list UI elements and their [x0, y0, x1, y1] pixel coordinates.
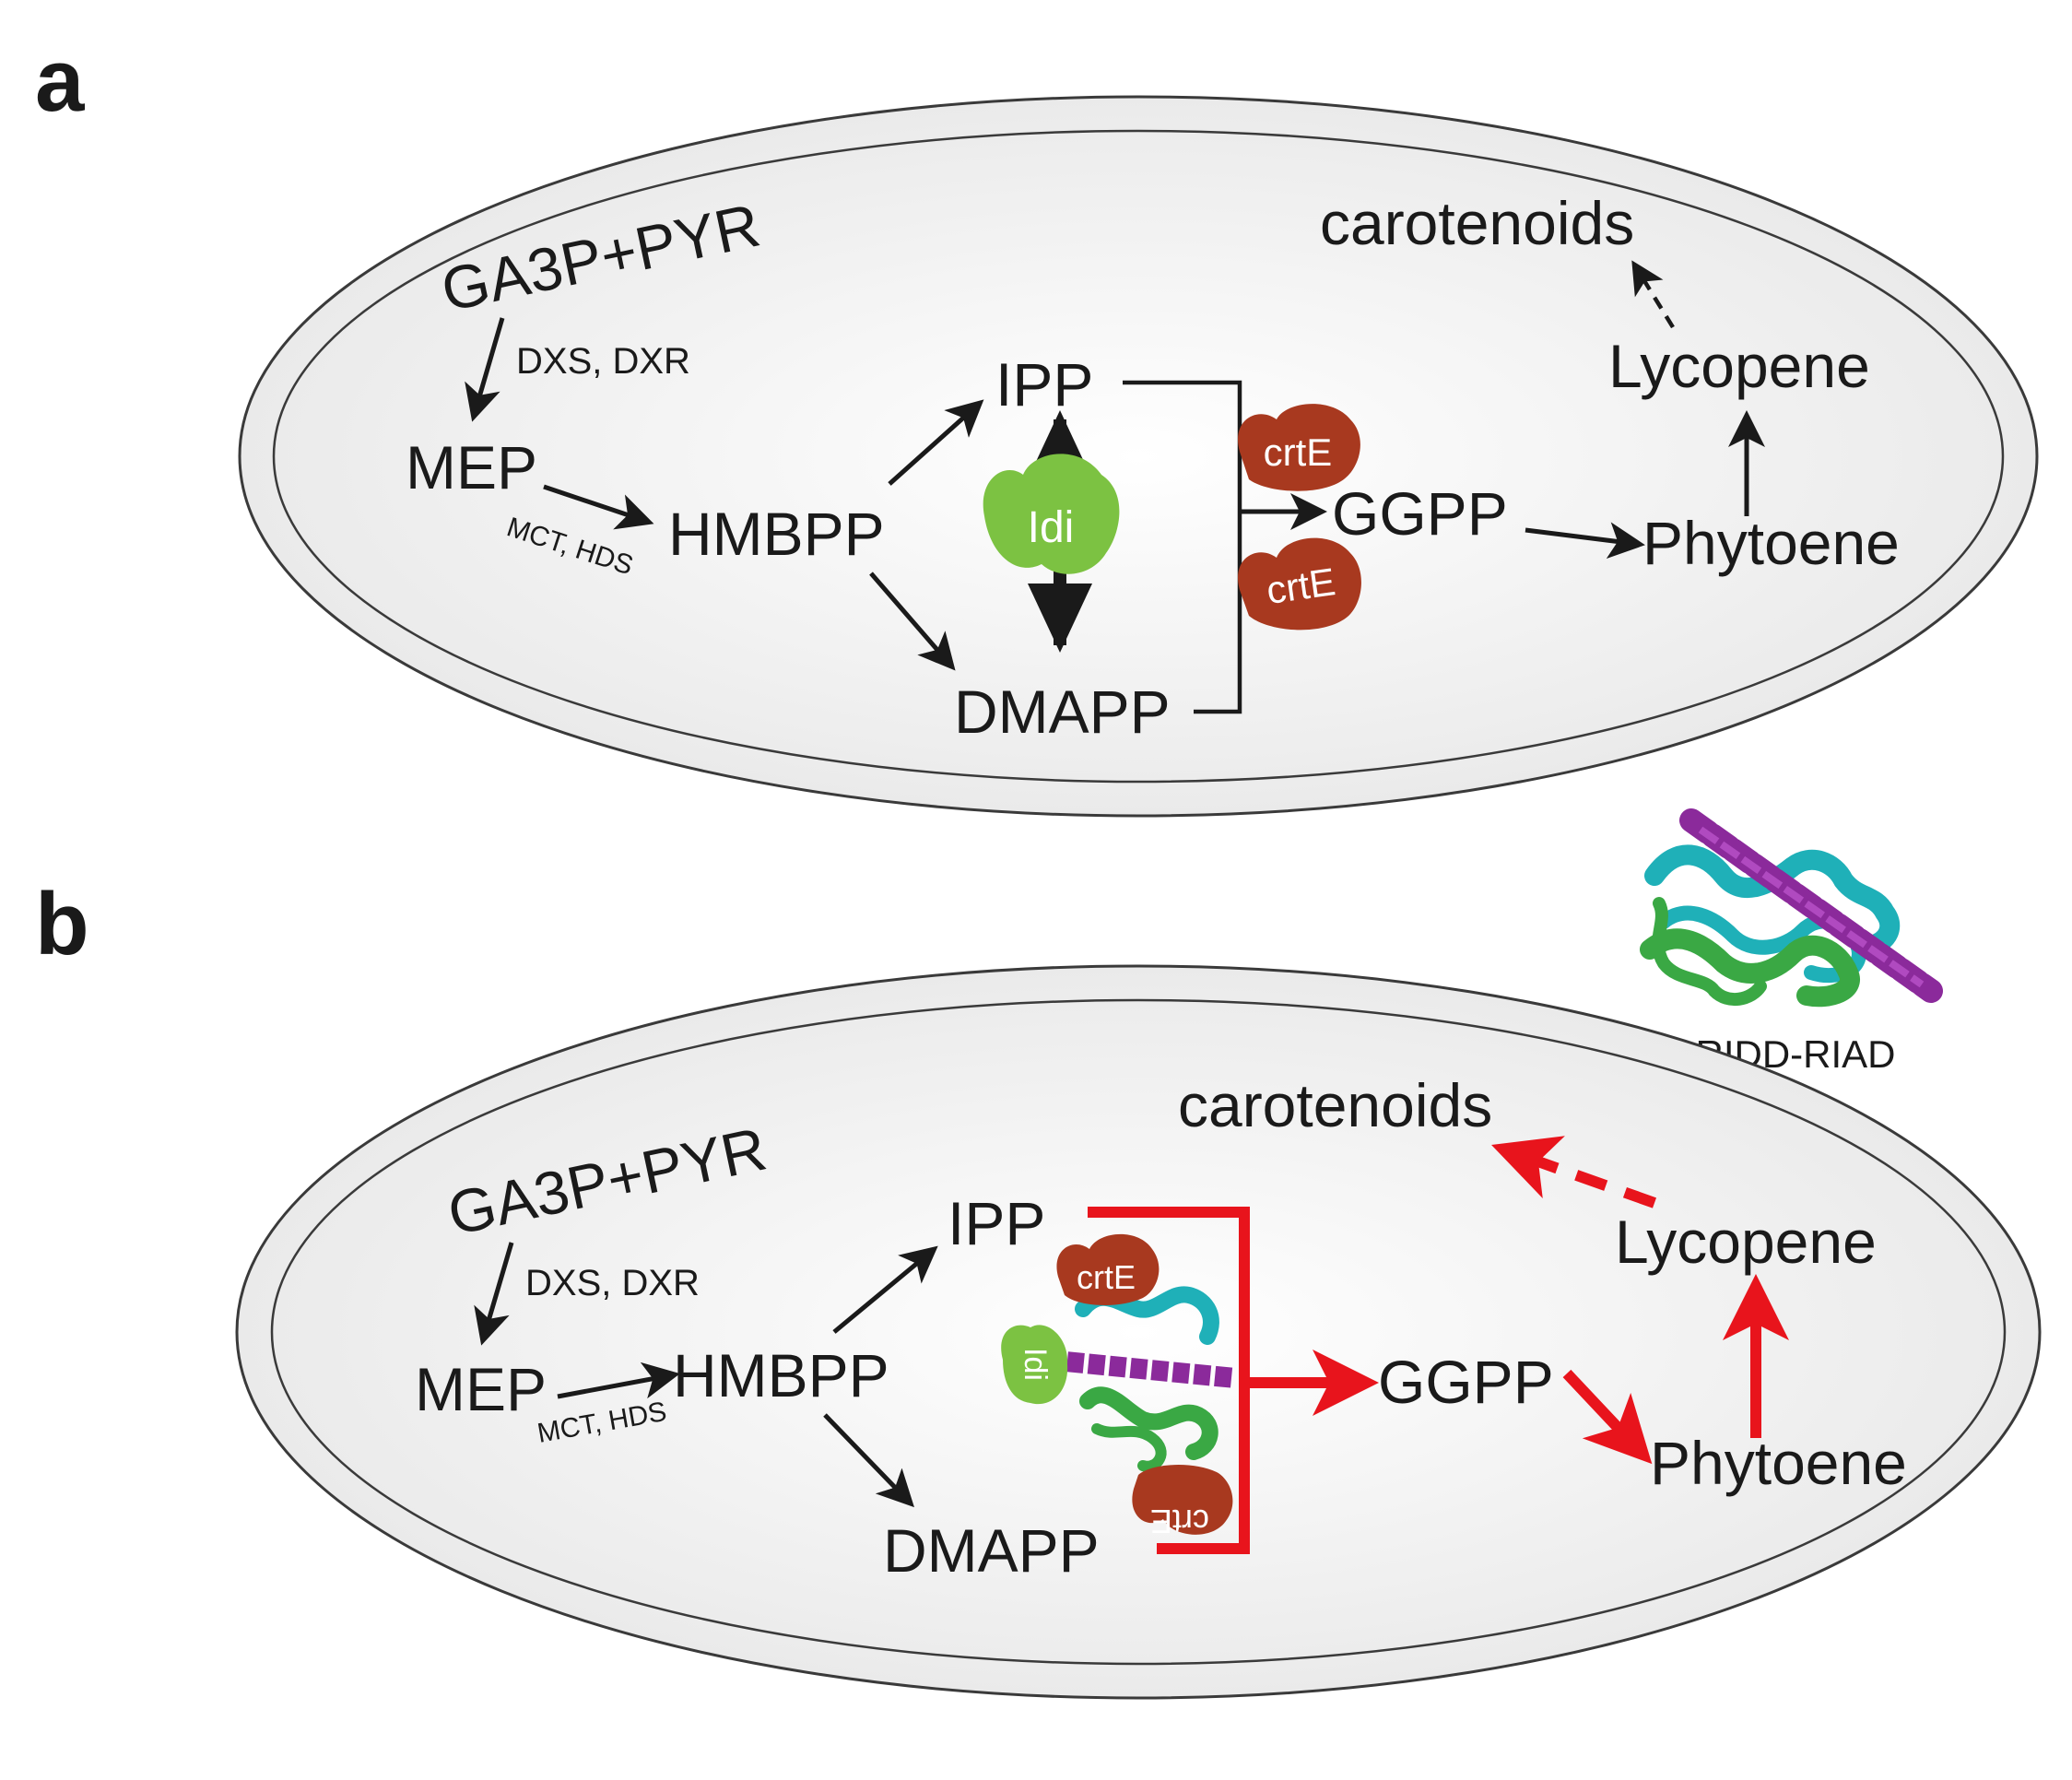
metabolite-ipp: IPP: [995, 350, 1093, 418]
crte-protein-icon-top: crtE: [1238, 404, 1360, 491]
metabolite-hmbpp: HMBPP: [673, 1341, 889, 1409]
panel-b: b RIDD-RIAD: [35, 808, 2042, 1700]
metabolite-mep: MEP: [415, 1355, 547, 1423]
metabolite-lycopene: Lycopene: [1615, 1208, 1877, 1276]
crte-label-bottom: crtE: [1264, 560, 1337, 612]
cell-outer-membrane: [235, 964, 2042, 1700]
ipp-dmapp-bracket: [1123, 380, 1242, 714]
crte-protein-icon-bottom: crtE: [1132, 1465, 1233, 1540]
crte-label-top: crtE: [1077, 1258, 1136, 1296]
idi-label: Idi: [1018, 1348, 1053, 1381]
arrow-hmbpp-to-dmapp: [869, 572, 956, 671]
metabolite-carotenoids: carotenoids: [1320, 189, 1634, 257]
arrow-mep-to-hmbpp: [543, 484, 654, 530]
arrow-ggpp-to-phytoene: [1525, 522, 1645, 560]
metabolite-lycopene: Lycopene: [1608, 332, 1870, 400]
crte-label-top: crtE: [1264, 430, 1333, 474]
idi-protein-icon: Idi: [1001, 1325, 1068, 1405]
cell-inner-membrane: [270, 998, 2007, 1666]
metabolite-mep: MEP: [406, 433, 537, 501]
cell-inner-membrane: [272, 129, 2005, 784]
crte-protein-icon-bottom: crtE: [1238, 537, 1361, 631]
arrow-lycopene-to-carotenoids: [1631, 260, 1675, 329]
arrow-hmbpp-to-ipp: [832, 1245, 938, 1334]
arrow-ga3p-to-mep: [474, 1242, 514, 1346]
panel-a-label: a: [35, 31, 85, 130]
cell-outer-membrane: [238, 95, 2039, 818]
metabolite-ggpp: GGPP: [1378, 1348, 1554, 1416]
metabolite-ggpp: GGPP: [1332, 479, 1508, 548]
metabolite-dmapp: DMAPP: [954, 678, 1171, 746]
metabolite-phytoene: Phytoene: [1642, 509, 1900, 577]
arrow-mep-to-hmbpp: [557, 1362, 680, 1399]
metabolite-ipp: IPP: [948, 1189, 1045, 1257]
arrow-ggpp-to-phytoene: [1562, 1369, 1653, 1465]
crte-protein-icon-top: crtE: [1056, 1233, 1160, 1305]
idi-protein-icon: Idi: [983, 454, 1120, 574]
panel-a: a Idi crtE crtE: [35, 31, 2039, 818]
arrow-ga3p-to-mep: [465, 317, 505, 422]
metabolite-dmapp: DMAPP: [883, 1516, 1100, 1585]
crte-label-bottom: crtE: [1150, 1503, 1209, 1540]
arrow-hmbpp-to-dmapp: [823, 1413, 914, 1508]
arrow-lycopene-to-carotenoids: [1491, 1136, 1657, 1208]
arrow-hmbpp-to-ipp: [888, 399, 984, 486]
panel-b-label: b: [35, 875, 89, 973]
metabolite-carotenoids: carotenoids: [1178, 1071, 1492, 1139]
ridd-riad-structure-icon: [1640, 808, 1943, 1008]
enzyme-dxs-dxr: DXS, DXR: [525, 1263, 700, 1303]
idi-label: Idi: [1028, 503, 1075, 552]
metabolite-phytoene: Phytoene: [1650, 1429, 1907, 1497]
enzyme-dxs-dxr: DXS, DXR: [516, 341, 690, 382]
metabolite-hmbpp: HMBPP: [668, 500, 885, 568]
